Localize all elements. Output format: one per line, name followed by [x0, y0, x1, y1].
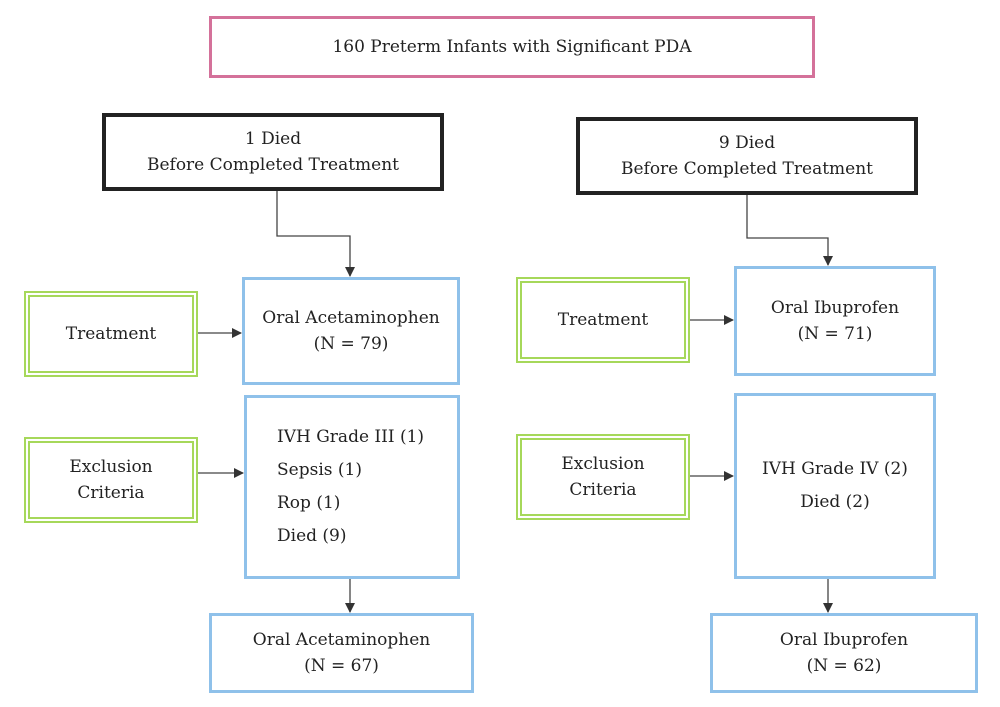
left-died-to-drug-arrow [276, 191, 355, 277]
left-exclusion-list: IVH Grade III (1) Sepsis (1) Rop (1) Die… [244, 395, 460, 579]
right-drug-count: (N = 71) [797, 324, 873, 344]
title-text: 160 Preterm Infants with Significant PDA [332, 37, 692, 57]
left-died-count: 1 Died [244, 129, 302, 149]
right-final-box: Oral Ibuprofen (N = 62) [710, 613, 978, 693]
left-drug-name: Oral Acetaminophen [262, 308, 440, 328]
title-box: 160 Preterm Infants with Significant PDA [209, 16, 815, 78]
left-died-note: Before Completed Treatment [146, 155, 400, 175]
right-final-name: Oral Ibuprofen [779, 630, 909, 650]
left-exclusion-line2: Criteria [77, 483, 145, 503]
list-item: Sepsis (1) [277, 460, 362, 480]
list-item: Died (2) [800, 492, 870, 512]
right-exclusion-line2: Criteria [569, 480, 637, 500]
list-item: Rop (1) [277, 493, 341, 513]
left-treatment-label: Treatment [65, 324, 157, 344]
right-died-to-drug-arrow [746, 195, 833, 266]
right-treatment-box: Treatment [516, 277, 690, 363]
left-drug-box: Oral Acetaminophen (N = 79) [242, 277, 460, 385]
left-drug-count: (N = 79) [313, 334, 389, 354]
right-drug-box: Oral Ibuprofen (N = 71) [734, 266, 936, 376]
right-final-count: (N = 62) [806, 656, 882, 676]
right-treatment-label: Treatment [557, 310, 649, 330]
left-final-count: (N = 67) [304, 656, 379, 676]
right-died-note: Before Completed Treatment [620, 159, 874, 179]
list-item: IVH Grade IV (2) [762, 459, 908, 479]
right-exclusion-line1: Exclusion [561, 454, 645, 474]
left-exclusion-box: Exclusion Criteria [24, 437, 198, 523]
list-item: Died (9) [277, 526, 347, 546]
left-died-box: 1 Died Before Completed Treatment [102, 113, 444, 191]
left-final-box: Oral Acetaminophen (N = 67) [209, 613, 474, 693]
right-died-count: 9 Died [718, 133, 776, 153]
right-exclusion-list: IVH Grade IV (2) Died (2) [734, 393, 936, 579]
left-exclusion-line1: Exclusion [69, 457, 153, 477]
left-final-name: Oral Acetaminophen [252, 630, 431, 650]
list-item: IVH Grade III (1) [277, 427, 425, 447]
right-exclusion-box: Exclusion Criteria [516, 434, 690, 520]
left-treatment-box: Treatment [24, 291, 198, 377]
right-died-box: 9 Died Before Completed Treatment [576, 117, 918, 195]
right-drug-name: Oral Ibuprofen [770, 298, 900, 318]
